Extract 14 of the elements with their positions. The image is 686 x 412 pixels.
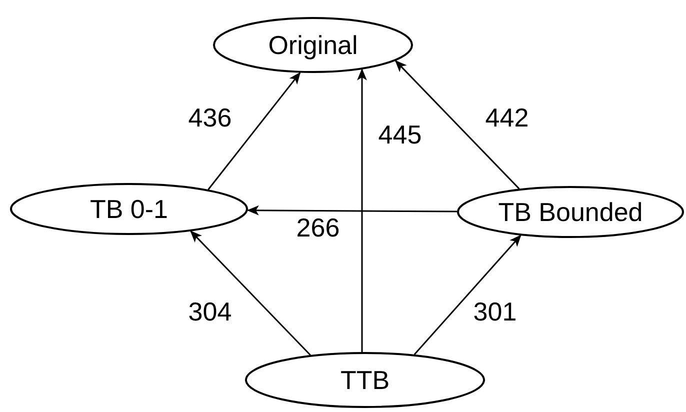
ellipse-node [457,186,684,238]
node-label: TB Bounded [498,196,643,228]
arrow [394,60,520,190]
ellipse-node [10,183,248,235]
ellipse-node [213,17,413,73]
arrow [414,234,522,355]
arrow [208,72,301,190]
node-label: Original [268,30,358,60]
arrow [357,68,367,352]
arrow [246,205,457,216]
node-label: TB 0-1 [90,194,168,224]
arrow [190,230,311,356]
ellipse-node [245,352,485,408]
node-label: TTB [340,364,390,396]
